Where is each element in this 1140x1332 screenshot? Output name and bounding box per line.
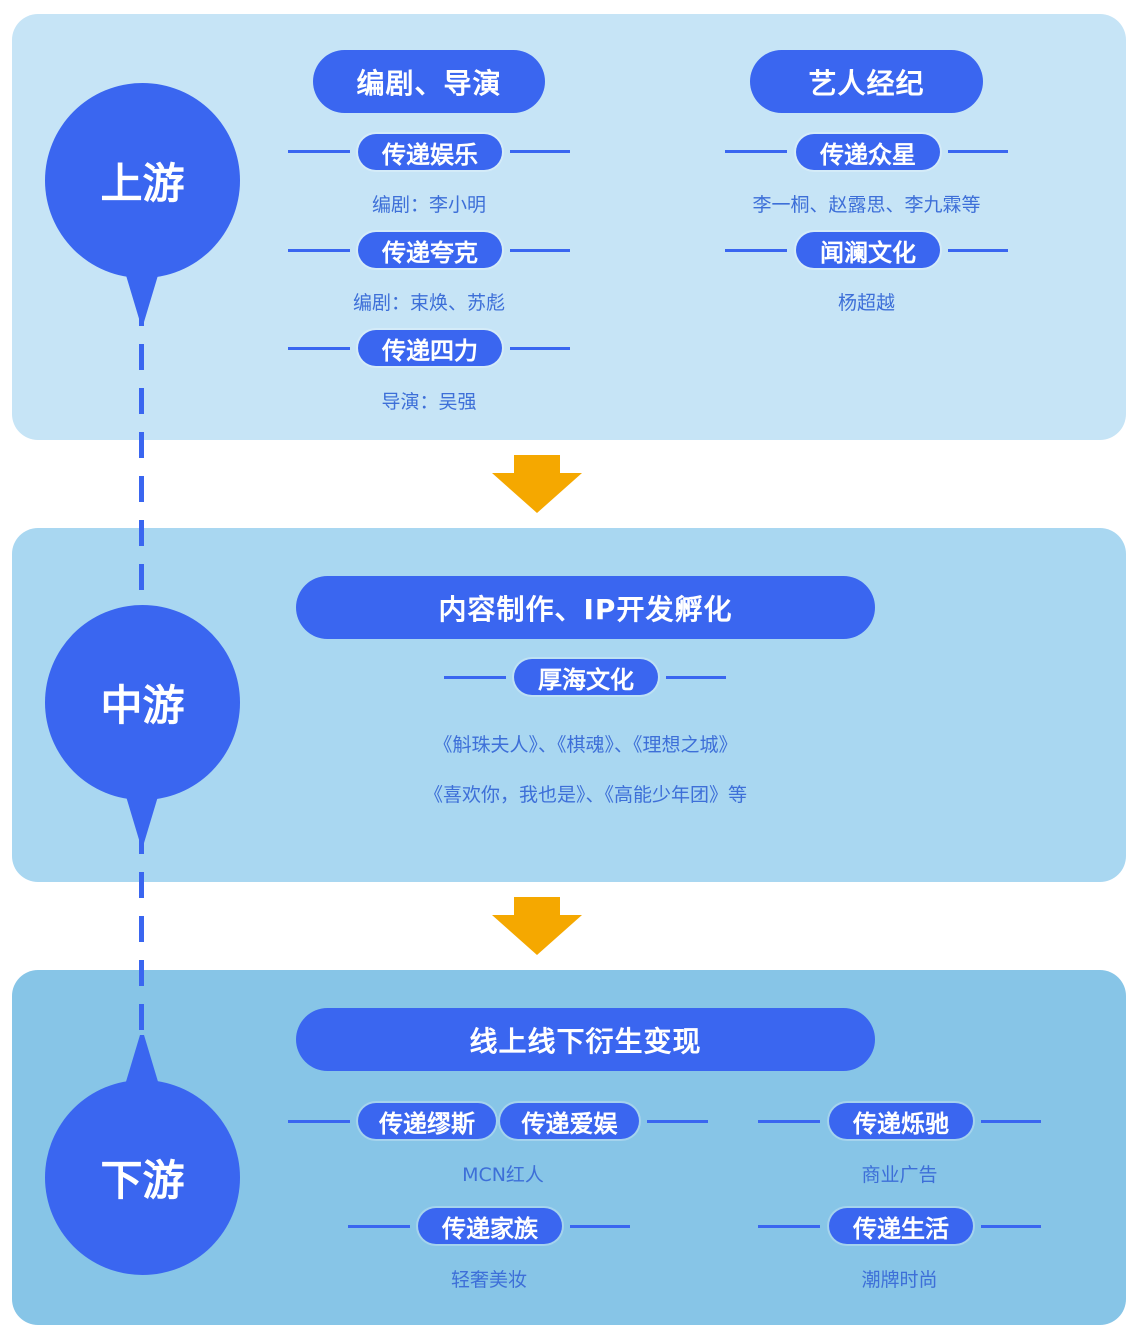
midstream-node: 中游 xyxy=(45,605,240,800)
company-pill: 传递生活 xyxy=(829,1208,973,1244)
upstream-right-header: 艺人经纪 xyxy=(750,50,983,113)
downstream-node: 下游 xyxy=(45,1080,240,1275)
company-desc: MCN红人 xyxy=(462,1164,544,1186)
company-desc: 编剧：束焕、苏彪 xyxy=(352,292,505,314)
connector-line xyxy=(725,150,787,153)
downstream-header: 线上线下衍生变现 xyxy=(296,1008,875,1071)
connector-line xyxy=(666,676,726,679)
connector-line xyxy=(348,1225,410,1228)
company-pill: 厚海文化 xyxy=(514,659,658,695)
connector-line xyxy=(981,1120,1041,1123)
down-arrow-icon xyxy=(492,897,582,955)
company-pill: 传递四力 xyxy=(358,330,502,366)
connector-line xyxy=(948,150,1008,153)
company-pill: 闻澜文化 xyxy=(796,232,940,268)
company-pill: 传递夸克 xyxy=(358,232,502,268)
connector-line xyxy=(758,1225,820,1228)
company-pill: 传递娱乐 xyxy=(358,134,502,170)
company-pill: 传递爱娱 xyxy=(500,1103,639,1139)
midstream-header: 内容制作、IP开发孵化 xyxy=(296,576,875,639)
connector-line xyxy=(758,1120,820,1123)
connector-line xyxy=(510,150,570,153)
connector-line xyxy=(725,249,787,252)
connector-line xyxy=(948,249,1008,252)
company-pill: 传递众星 xyxy=(796,134,940,170)
connector-line xyxy=(981,1225,1041,1228)
company-pill: 传递家族 xyxy=(418,1208,562,1244)
connector-line xyxy=(647,1120,708,1123)
company-desc: 潮牌时尚 xyxy=(861,1269,938,1291)
company-desc: 轻奢美妆 xyxy=(450,1269,527,1291)
works-line: 《斛珠夫人》、《棋魂》、《理想之城》 xyxy=(433,734,738,756)
company-pill: 传递缪斯 xyxy=(358,1103,496,1139)
connector-line xyxy=(570,1225,630,1228)
company-desc: 编剧：李小明 xyxy=(371,194,486,216)
upstream-node: 上游 xyxy=(45,83,240,278)
company-desc: 杨超越 xyxy=(837,292,895,314)
connector-line xyxy=(510,347,570,350)
connector-line xyxy=(288,347,350,350)
company-desc: 商业广告 xyxy=(861,1164,938,1186)
works-line: 《喜欢你，我也是》、《高能少年团》等 xyxy=(423,784,747,806)
company-pill: 传递烁驰 xyxy=(829,1103,973,1139)
company-desc: 李一桐、赵露思、李九霖等 xyxy=(752,194,981,216)
connector-line xyxy=(288,249,350,252)
down-arrow-icon xyxy=(492,455,582,513)
upstream-left-header: 编剧、导演 xyxy=(313,50,545,113)
connector-line xyxy=(510,249,570,252)
company-desc: 导演：吴强 xyxy=(381,391,477,413)
connector-line xyxy=(444,676,506,679)
connector-line xyxy=(288,1120,350,1123)
connector-line xyxy=(288,150,350,153)
